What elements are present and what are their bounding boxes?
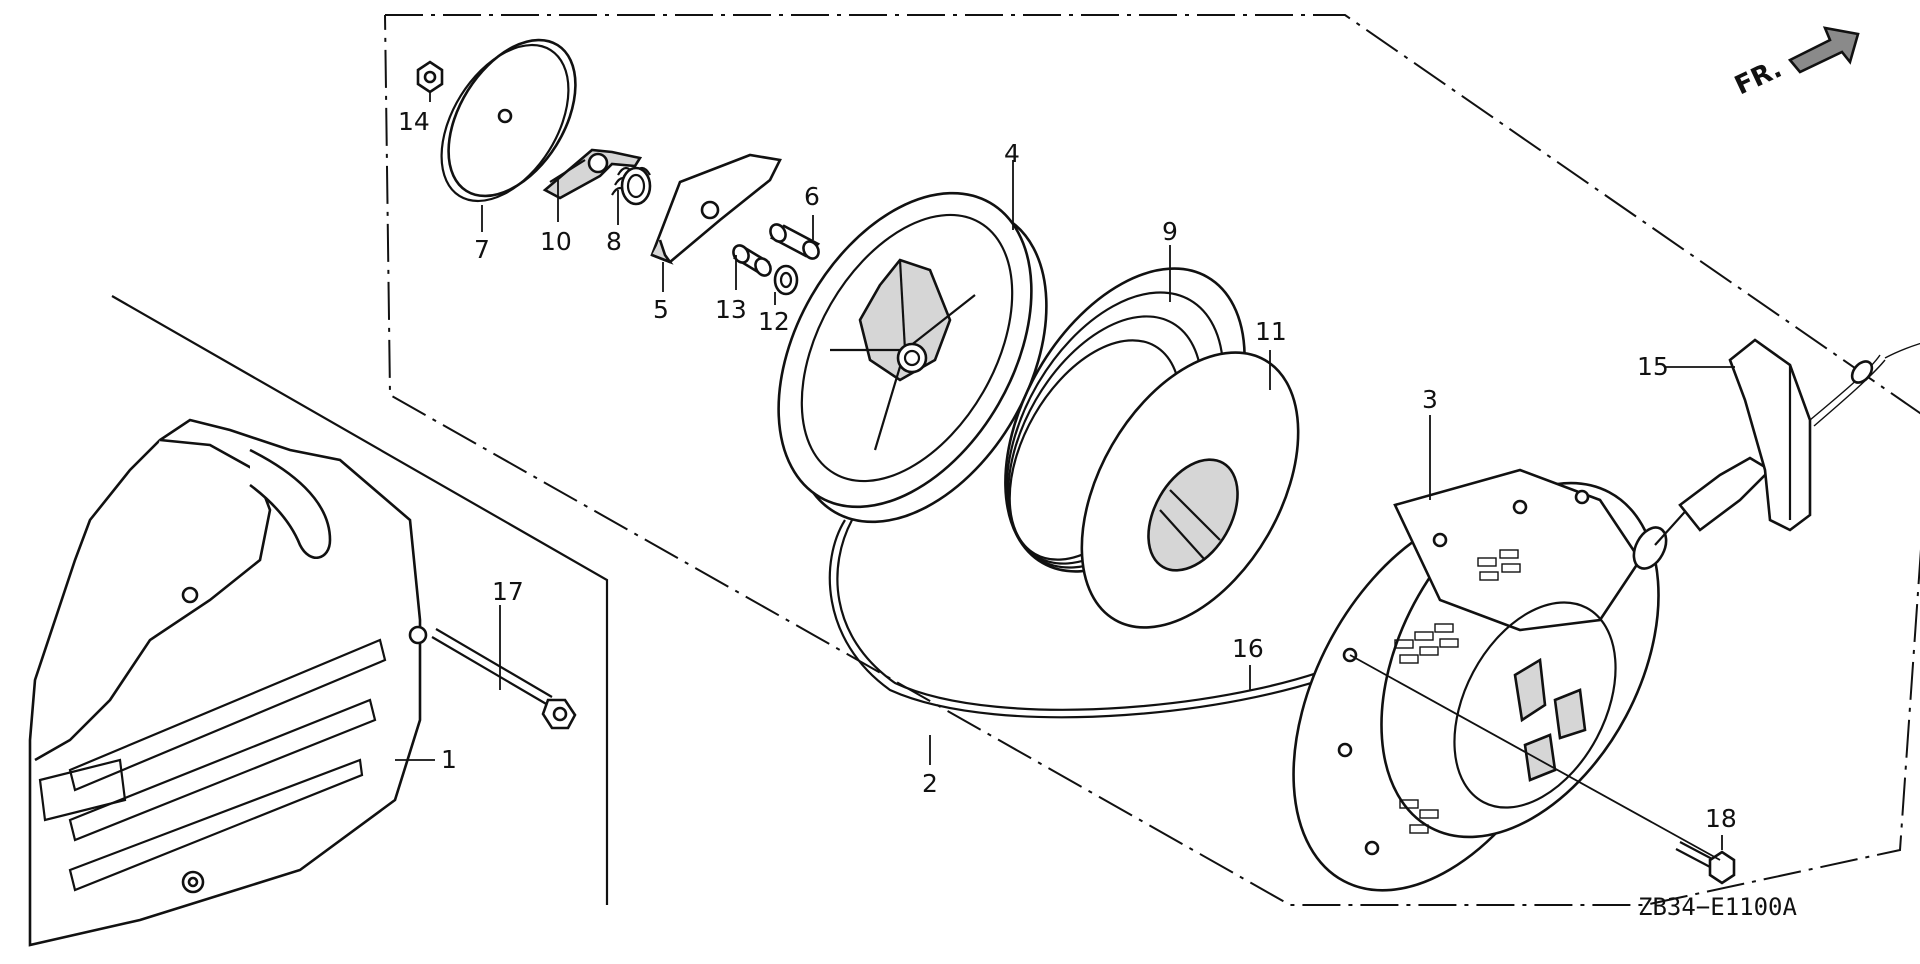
part-label-14: 14 xyxy=(398,107,430,136)
part-labels: 1 2 3 4 5 6 7 8 9 10 11 12 13 14 15 16 1… xyxy=(398,107,1737,833)
leader-lines xyxy=(395,92,1735,850)
pin-13-shape xyxy=(732,244,772,277)
retainer-11-shape xyxy=(1080,351,1300,629)
part-label-12: 12 xyxy=(758,307,790,336)
cover-boundary xyxy=(111,295,609,905)
fan-cover-shape xyxy=(28,418,428,947)
part-label-13: 13 xyxy=(715,295,747,324)
front-direction-icon: FR. xyxy=(1730,26,1860,102)
reel-4-shape xyxy=(777,191,1048,524)
part-label-7: 7 xyxy=(474,235,490,264)
part-label-5: 5 xyxy=(653,295,669,324)
part-label-1: 1 xyxy=(441,745,457,774)
collar-6-shape xyxy=(769,223,821,260)
washer-12-shape xyxy=(773,264,799,296)
part-label-17: 17 xyxy=(492,577,524,606)
part-label-18: 18 xyxy=(1705,804,1737,833)
part-label-3: 3 xyxy=(1422,385,1438,414)
part-label-4: 4 xyxy=(1004,139,1020,168)
part-label-15: 15 xyxy=(1637,352,1669,381)
plate-7-shape xyxy=(440,38,577,203)
flange-bolt-18-shape xyxy=(1349,654,1736,885)
part-label-9: 9 xyxy=(1162,217,1178,246)
ratchet-5-shape xyxy=(650,153,782,265)
guide-10-shape xyxy=(542,148,643,200)
bolt-17-shape xyxy=(431,628,577,730)
part-label-2: 2 xyxy=(922,769,938,798)
part-label-11: 11 xyxy=(1255,317,1287,346)
part-label-6: 6 xyxy=(804,182,820,211)
nut-14-shape xyxy=(416,60,444,94)
grip-15-shape xyxy=(1654,338,1920,546)
diagram-code: ZB34−E1100A xyxy=(1638,893,1797,921)
assembly-boundary xyxy=(384,14,1920,906)
part-label-8: 8 xyxy=(606,227,622,256)
part-label-16: 16 xyxy=(1232,634,1264,663)
front-direction-label: FR. xyxy=(1730,54,1786,102)
spring-8-shape xyxy=(611,166,652,206)
part-label-10: 10 xyxy=(540,227,572,256)
rope-16-shape xyxy=(828,519,1361,719)
starter-case-3-shape xyxy=(1292,468,1668,892)
